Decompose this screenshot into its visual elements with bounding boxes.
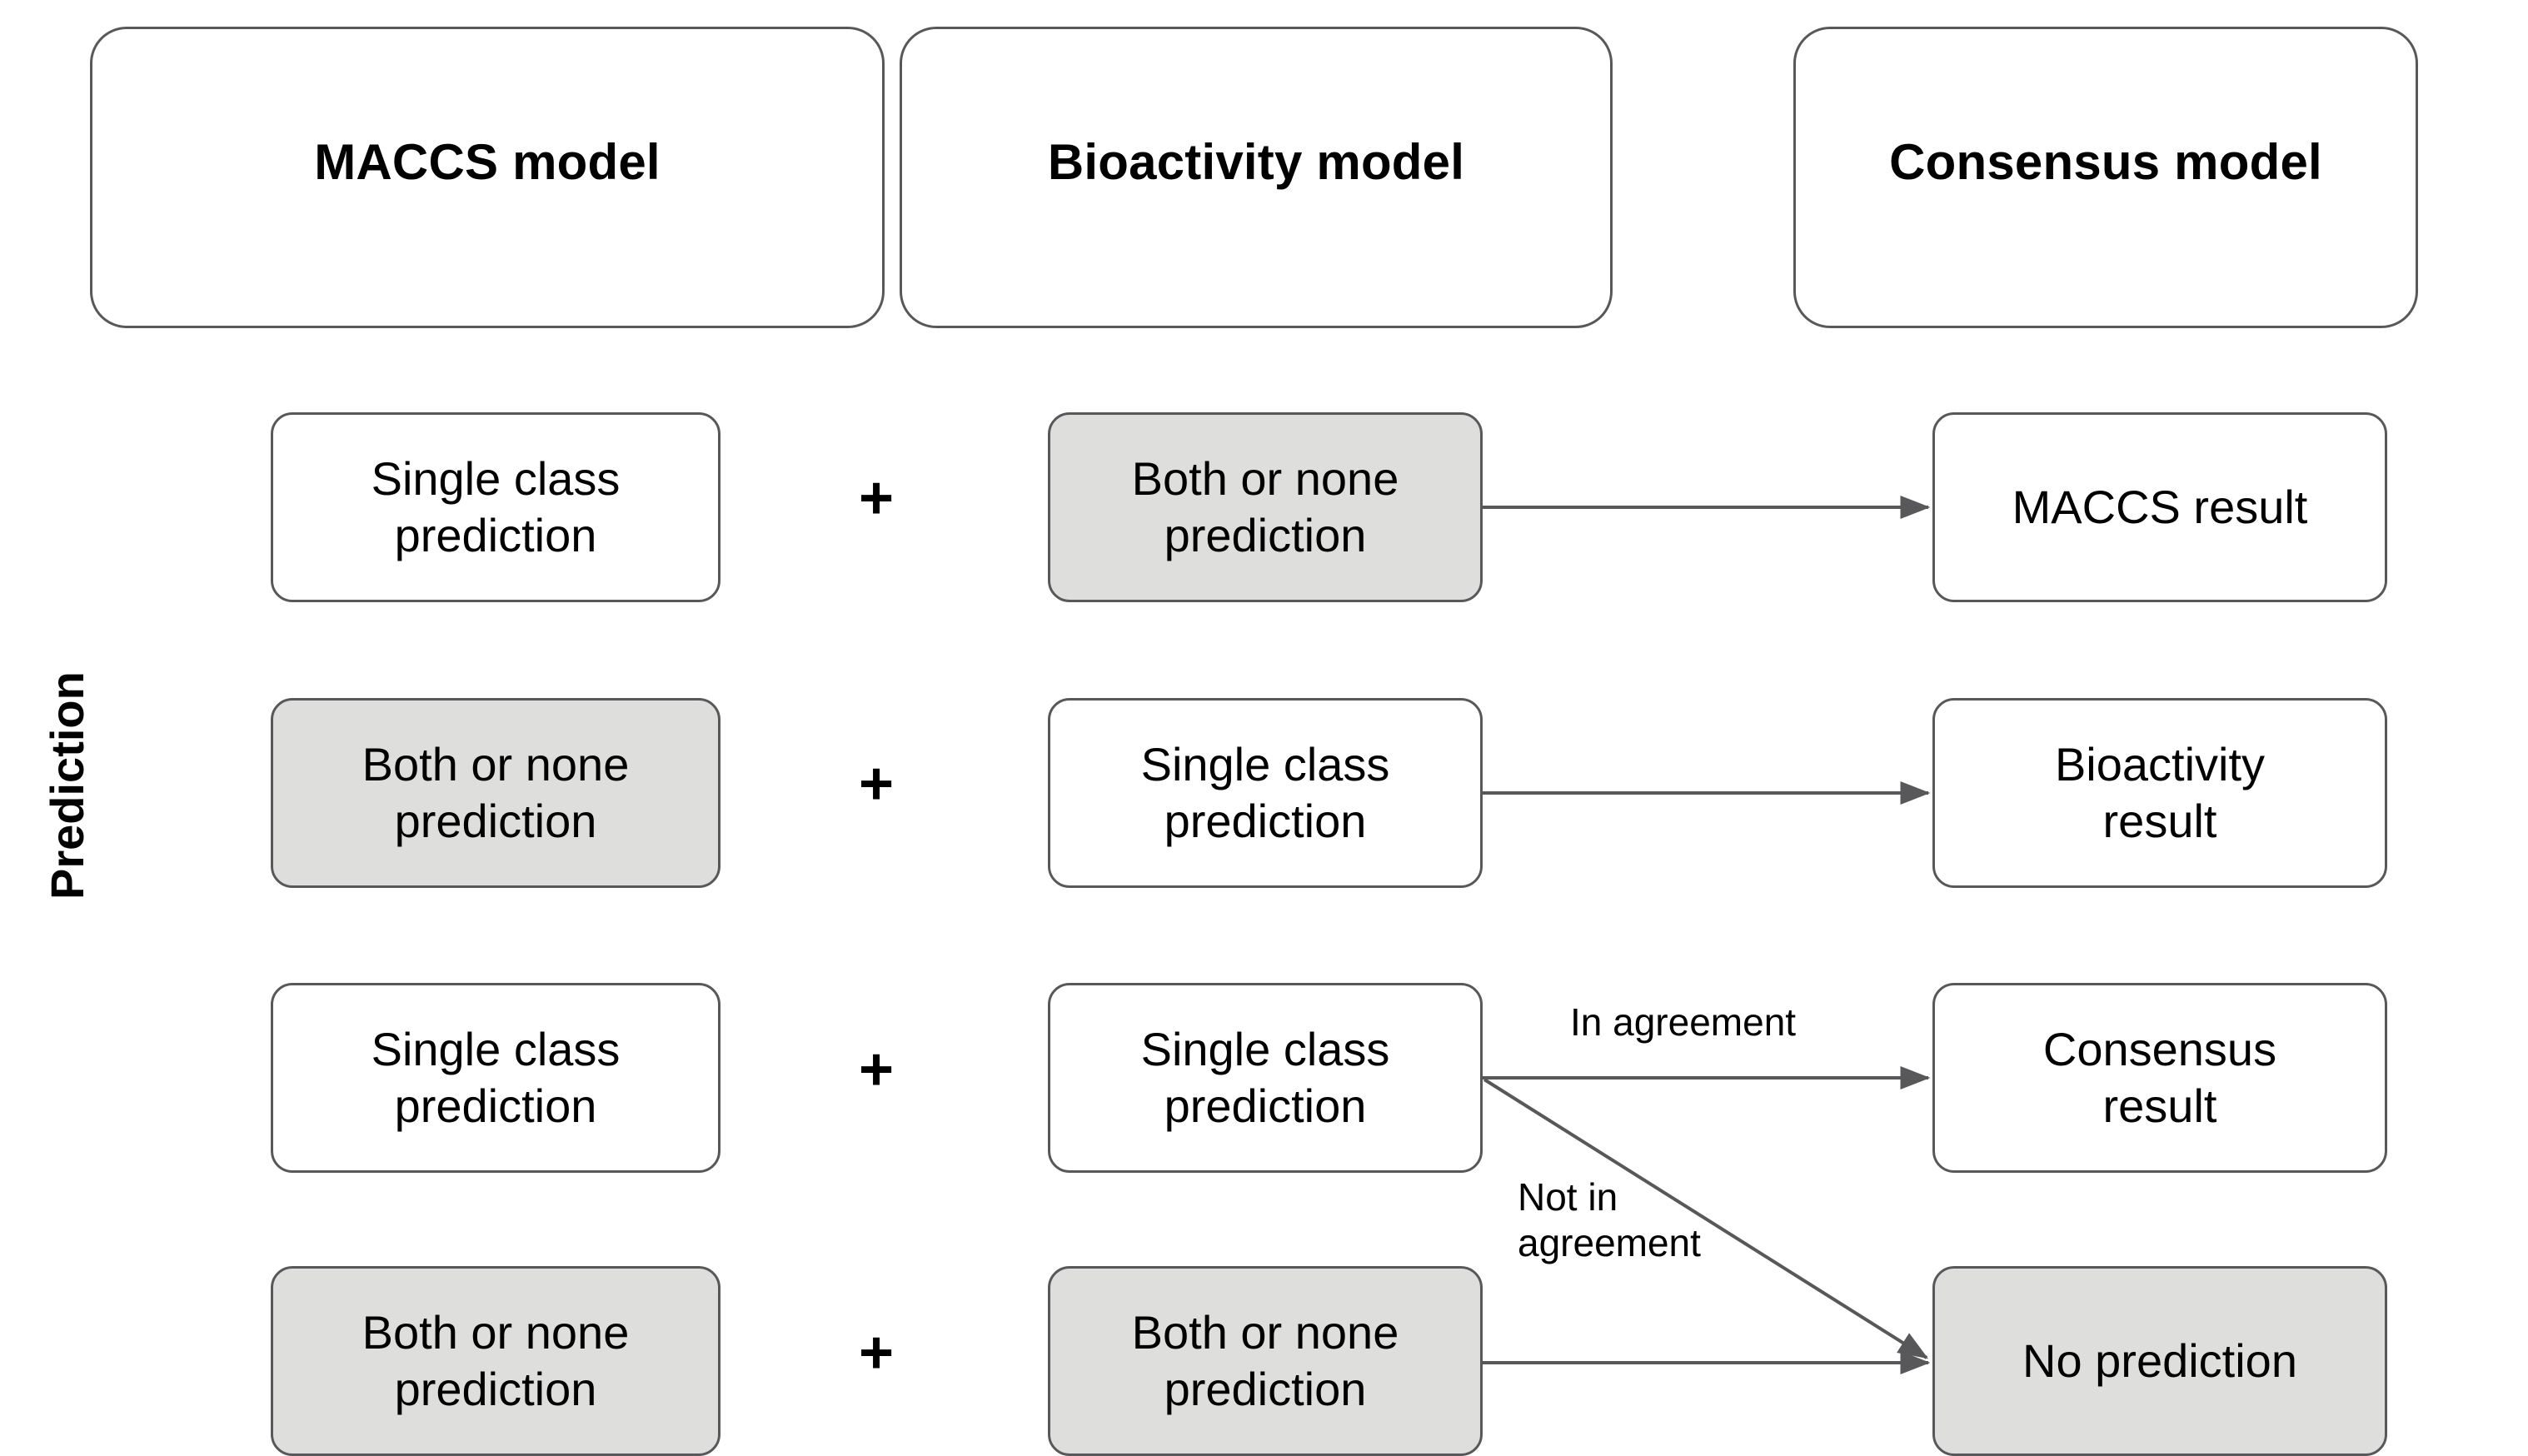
column-header-label: Bioactivity model <box>1047 134 1465 190</box>
plus-operator-row3: + <box>858 1036 895 1103</box>
plus-operator-row2: + <box>858 750 895 817</box>
node-row1-bioactivity: Both or none prediction <box>1048 412 1483 602</box>
node-row3-maccs: Single class prediction <box>271 983 721 1173</box>
node-label: Both or none prediction <box>361 737 630 847</box>
plus-operator-row1: + <box>858 465 895 531</box>
node-row1-result: MACCS result <box>1932 412 2387 602</box>
node-row4-maccs: Both or none prediction <box>271 1266 721 1456</box>
node-label: Bioactivity result <box>2054 737 2266 847</box>
column-header-label: MACCS model <box>314 134 661 190</box>
node-row4-bioactivity: Both or none prediction <box>1048 1266 1483 1456</box>
column-header-bioactivity: Bioactivity model <box>900 27 1613 328</box>
node-row1-maccs: Single class prediction <box>271 412 721 602</box>
column-header-consensus: Consensus model <box>1793 27 2418 328</box>
edge-label-not-in-agreement: Not in agreement <box>1518 1175 1701 1265</box>
node-row3-bioactivity: Single class prediction <box>1048 983 1483 1173</box>
node-row3-result: Consensus result <box>1932 983 2387 1173</box>
node-row2-maccs: Both or none prediction <box>271 698 721 888</box>
node-row2-result: Bioactivity result <box>1932 698 2387 888</box>
node-row2-bioactivity: Single class prediction <box>1048 698 1483 888</box>
node-label: Single class prediction <box>1140 1022 1390 1132</box>
node-label: Single class prediction <box>371 1022 621 1132</box>
axis-title-prediction: Prediction <box>41 671 93 900</box>
column-header-label: Consensus model <box>1889 134 2322 190</box>
node-label: Single class prediction <box>371 451 621 561</box>
column-header-maccs: MACCS model <box>90 27 885 328</box>
edge-label-in-agreement: In agreement <box>1570 1000 1797 1044</box>
node-label: Both or none prediction <box>361 1305 630 1415</box>
node-label: Single class prediction <box>1140 737 1390 847</box>
node-label: Consensus result <box>2042 1022 2277 1132</box>
node-label: Both or none prediction <box>1131 1305 1399 1415</box>
node-row4-result: No prediction <box>1932 1266 2387 1456</box>
node-label: No prediction <box>2022 1334 2297 1387</box>
node-label: Both or none prediction <box>1131 451 1399 561</box>
node-label: MACCS result <box>2012 480 2308 533</box>
plus-operator-row4: + <box>858 1319 895 1386</box>
